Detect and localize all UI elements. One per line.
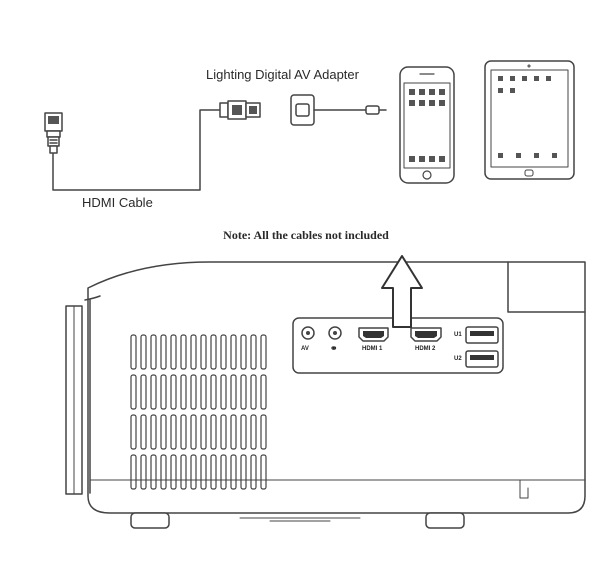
usb-port-1 <box>465 326 499 344</box>
hdmi-plug-left <box>44 112 63 154</box>
hdmi1-label: HDMI 1 <box>362 346 383 352</box>
io-panel <box>292 317 504 374</box>
hdmi-port-1 <box>358 327 389 342</box>
hdmi-port-2 <box>410 327 442 342</box>
av-port-label: AV <box>301 346 309 352</box>
usb1-label: U1 <box>454 332 462 338</box>
adapter-label: Lighting Digital AV Adapter <box>206 67 359 82</box>
projector-foot-left <box>130 512 170 529</box>
projector-foot-right <box>425 512 465 529</box>
ipad <box>484 60 575 180</box>
usb2-label: U2 <box>454 356 462 362</box>
hdmi-plug-right <box>219 100 261 120</box>
ipad-home-button-icon <box>524 169 534 177</box>
up-arrow-icon <box>381 255 423 328</box>
hdmi2-label: HDMI 2 <box>415 346 436 352</box>
hdmi-cable <box>44 100 261 191</box>
projector <box>65 261 586 529</box>
home-button-icon <box>422 170 432 180</box>
cables-note: Note: All the cables not included <box>223 228 389 242</box>
headphone-icon: ⚭ <box>330 343 338 353</box>
hdmi-cable-label: HDMI Cable <box>82 195 153 210</box>
vent-grille <box>130 334 267 490</box>
av-adapter <box>290 94 387 126</box>
iphone <box>399 66 455 184</box>
usb-port-2 <box>465 350 499 368</box>
